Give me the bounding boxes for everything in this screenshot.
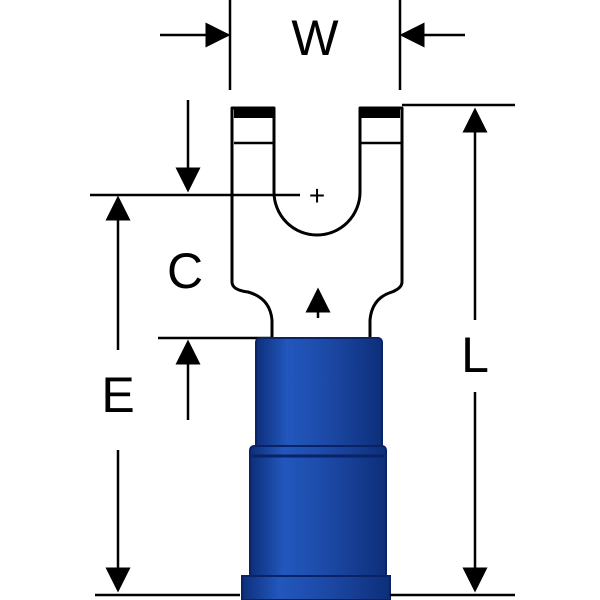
stud-center-mark: + xyxy=(309,180,325,211)
c-dimension: C xyxy=(90,100,300,420)
insulator-base-ring xyxy=(241,575,391,600)
e-dimension: E xyxy=(95,195,240,597)
spade-tongue: + xyxy=(230,106,404,342)
length-label: L xyxy=(461,327,489,383)
width-label: W xyxy=(291,10,339,66)
c-label: C xyxy=(167,243,203,299)
e-label: E xyxy=(101,367,134,423)
insulated-barrel xyxy=(241,337,391,600)
tab-right xyxy=(360,108,400,118)
spade-outline xyxy=(230,106,404,342)
length-dimension: L xyxy=(390,103,515,597)
insulator-upper xyxy=(255,337,383,451)
insulator-lower xyxy=(249,445,387,579)
width-dimension: W xyxy=(160,0,465,90)
tab-left xyxy=(234,108,274,118)
